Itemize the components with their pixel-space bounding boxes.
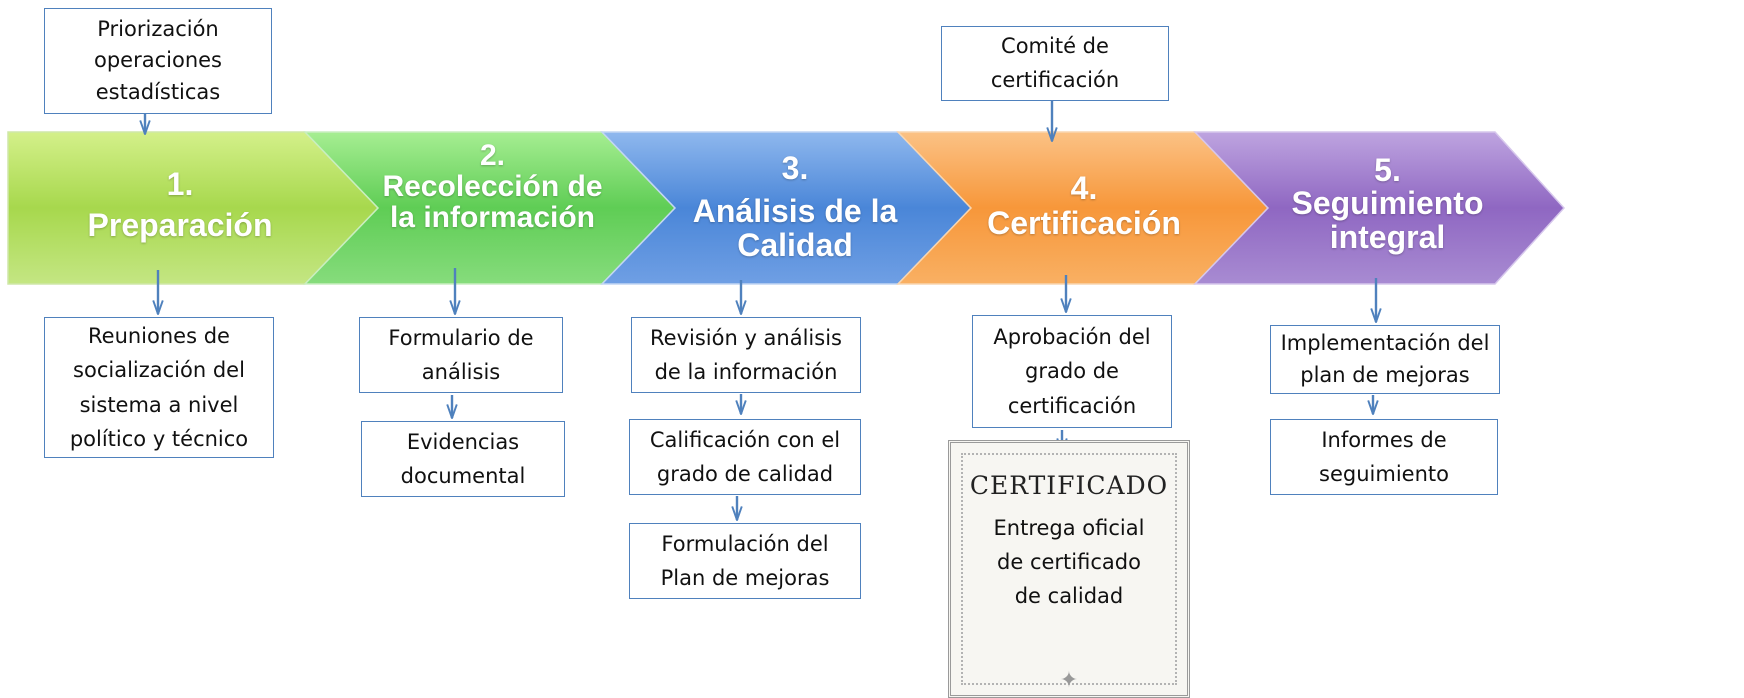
- formulacion-line-1: Formulación del: [661, 531, 829, 556]
- certificate-line-3: de calidad: [1014, 584, 1124, 609]
- comite-line-2: certificación: [990, 67, 1120, 92]
- stage-4-label: 4. Certificación: [975, 170, 1193, 242]
- implementacion-line-2: plan de mejoras: [1300, 362, 1470, 387]
- aprobacion-line-3: certificación: [1007, 393, 1137, 418]
- certificate-body: Entrega oficial de certificado de calida…: [951, 511, 1187, 613]
- certificate-image: CERTIFICADO Entrega oficial de certifica…: [948, 440, 1190, 698]
- stage-3-label: 3. Análisis de la Calidad: [680, 150, 910, 263]
- implementacion-box: Implementación del plan de mejoras: [1270, 325, 1500, 394]
- stage-1-number: 1.: [166, 166, 194, 202]
- certificate-line-1: Entrega oficial: [993, 516, 1145, 540]
- revision-line-1: Revisión y análisis: [650, 325, 842, 350]
- priorizacion-box: Priorización operaciones estadísticas: [44, 8, 272, 114]
- informes-line-1: Informes de: [1321, 427, 1447, 452]
- stage-3-title: Análisis de la Calidad: [692, 193, 898, 263]
- comite-box: Comité de certificación: [941, 26, 1169, 101]
- aprobacion-line-2: grado de: [1025, 359, 1119, 384]
- formulario-box: Formulario de análisis: [359, 317, 563, 393]
- stage-4-number: 4.: [1070, 170, 1098, 206]
- comite-line-1: Comité de: [1001, 33, 1109, 58]
- informes-box: Informes de seguimiento: [1270, 419, 1498, 495]
- formulario-line-2: análisis: [421, 360, 501, 384]
- evidencias-line-2: documental: [400, 464, 526, 488]
- formulario-line-1: Formulario de: [388, 325, 534, 350]
- priorizacion-line-1: Priorización: [97, 17, 219, 42]
- stage-4-title: Certificación: [987, 205, 1181, 242]
- stage-2-title: Recolección de la información: [382, 170, 603, 235]
- evidencias-line-1: Evidencias: [406, 429, 520, 454]
- certificate-line-2: de certificado: [997, 550, 1141, 575]
- stage-5-title: Seguimiento integral: [1291, 185, 1484, 255]
- reuniones-box: Reuniones de socialización del sistema a…: [44, 317, 274, 458]
- informes-line-2: seguimiento: [1319, 462, 1449, 486]
- aprobacion-box: Aprobación del grado de certificación: [972, 315, 1172, 428]
- reuniones-line-1: Reuniones de: [88, 324, 230, 349]
- reuniones-line-2: socialización del: [73, 358, 245, 383]
- stage-5-number: 5.: [1374, 152, 1401, 188]
- calificacion-line-2: grado de calidad: [656, 462, 834, 486]
- priorizacion-line-3: estadísticas: [95, 79, 221, 104]
- priorizacion-line-2: operaciones: [94, 48, 222, 73]
- reuniones-line-4: político y técnico: [69, 426, 249, 451]
- aprobacion-line-1: Aprobación del: [993, 325, 1151, 350]
- stage-5-chevron: [1193, 131, 1566, 285]
- stage-5-label: 5. Seguimiento integral: [1270, 152, 1505, 255]
- reuniones-line-3: sistema a nivel: [79, 392, 239, 417]
- revision-line-2: de la información: [654, 360, 838, 384]
- certificate-heading: CERTIFICADO: [969, 471, 1169, 500]
- stage-1-label: 1. Preparación: [40, 166, 320, 244]
- implementacion-line-1: Implementación del: [1280, 331, 1490, 355]
- stage-1-title: Preparación: [87, 207, 273, 244]
- revision-box: Revisión y análisis de la información: [631, 317, 861, 393]
- certificate-border: [961, 453, 1177, 685]
- formulacion-box: Formulación del Plan de mejoras: [629, 523, 861, 599]
- calificacion-line-1: Calificación con el: [649, 427, 841, 452]
- stage-3-number: 3.: [781, 150, 809, 186]
- stage-2-number: 2.: [479, 139, 506, 172]
- certificate-ornament-icon: ✦: [1059, 668, 1079, 693]
- evidencias-box: Evidencias documental: [361, 421, 565, 497]
- stage-2-label: 2. Recolección de la información: [380, 140, 605, 234]
- formulacion-line-2: Plan de mejoras: [660, 566, 830, 590]
- calificacion-box: Calificación con el grado de calidad: [629, 419, 861, 495]
